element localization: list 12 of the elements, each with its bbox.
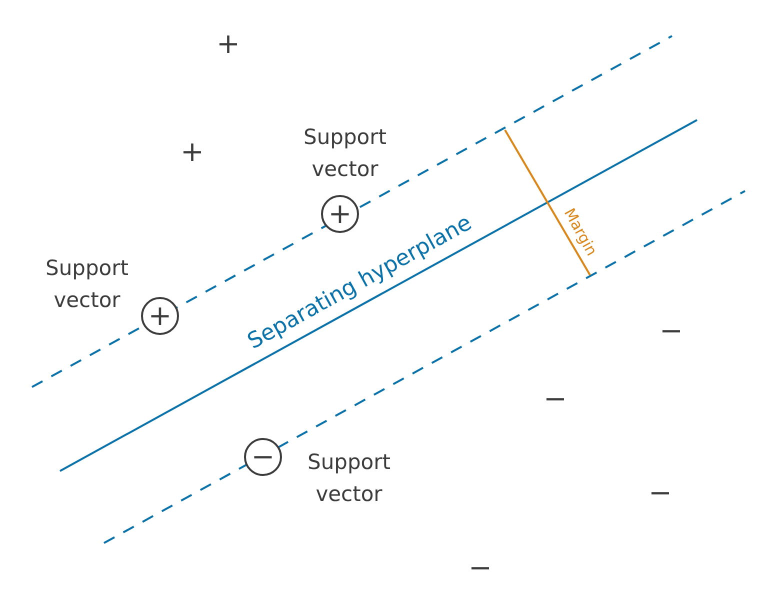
- support-vector-circle: +: [321, 195, 359, 233]
- support-vector-circle: +: [141, 297, 179, 335]
- plus-sign: +: [180, 134, 204, 168]
- support-vector-circle: −: [244, 438, 282, 476]
- plus-sign: +: [216, 26, 240, 60]
- minus-sign: −: [648, 476, 672, 508]
- minus-sign: −: [544, 382, 567, 414]
- minus-sign: −: [660, 314, 683, 346]
- support-vector-label: Support vector: [306, 449, 392, 508]
- support-vector-label: Support vector: [44, 255, 130, 314]
- support-vector-label: Support vector: [302, 124, 388, 183]
- minus-sign: −: [468, 550, 492, 584]
